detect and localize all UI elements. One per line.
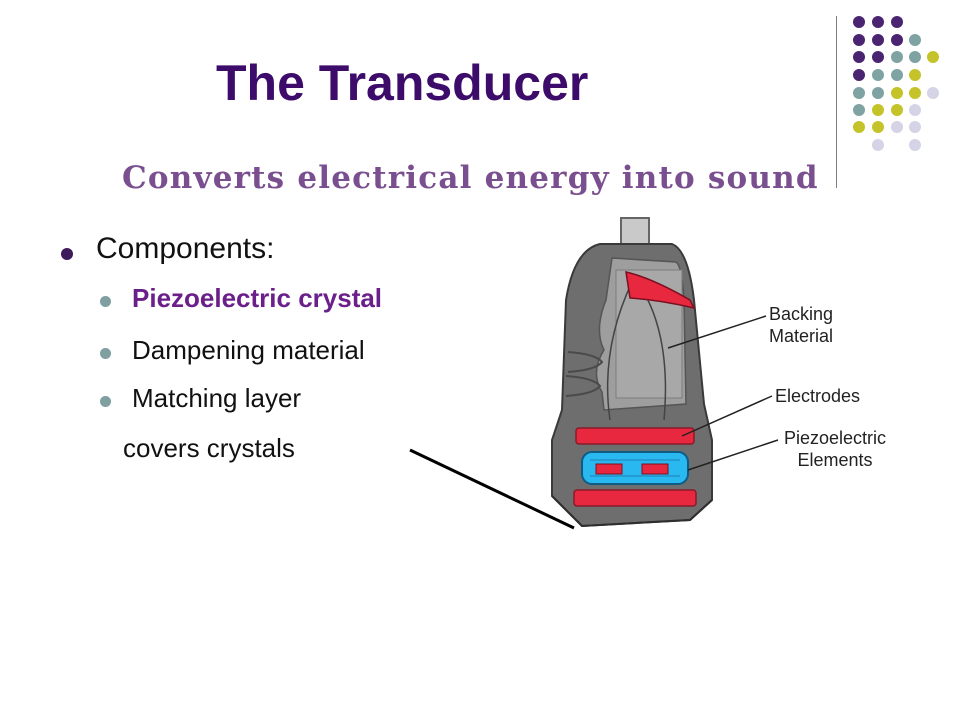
sub-bullet-piezoelectric-crystal: Piezoelectric crystal [100, 283, 383, 314]
matching-layer-note: covers crystals [123, 433, 295, 463]
sub-bullet-text: Dampening material [132, 335, 365, 365]
bullet-dot-icon [61, 248, 73, 260]
bullet-text: Components: [96, 232, 275, 265]
label-electrodes: Electrodes [775, 386, 861, 406]
sub-bullet-dampening-material: Dampening material [100, 335, 365, 366]
sub-bullet-text: Piezoelectric crystal [132, 283, 383, 313]
slide-subtitle: Converts electrical energy into sound [122, 160, 819, 196]
label-piezoelectric-elements: Piezoelectric Elements [784, 428, 886, 471]
bullet-dot-icon [100, 296, 111, 307]
label-line: Elements [797, 449, 873, 470]
bullet-dot-icon [100, 396, 111, 407]
bullet-components: Components: [61, 232, 275, 267]
label-backing-material: Backing Material [769, 304, 833, 347]
label-line: Material [769, 325, 834, 346]
label-line: Backing [769, 304, 834, 324]
sub-bullet-text: Matching layer [132, 383, 302, 413]
vertical-divider [836, 16, 837, 188]
bullet-dot-icon [100, 348, 111, 359]
slide-title: The Transducer [216, 55, 589, 111]
sub-bullet-matching-layer: Matching layer [100, 383, 302, 414]
label-line: Piezoelectric [784, 428, 887, 448]
